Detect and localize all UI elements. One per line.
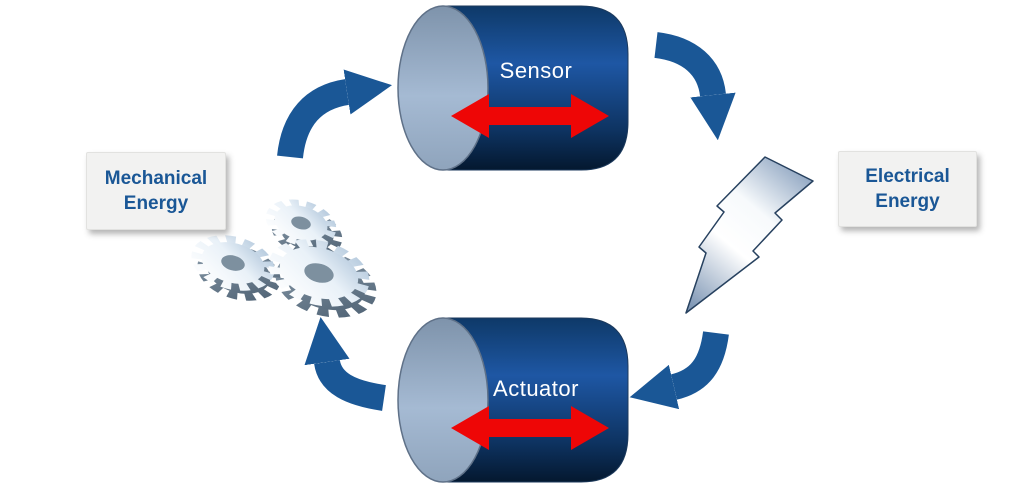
bidirectional-arrow-icon [451,94,609,138]
mechanical-energy-line2: Energy [123,193,189,214]
gears-icon [191,199,377,318]
sensor-node [397,5,629,171]
sensor-cylinder-cap [397,5,489,171]
cycle-arrow-left [629,330,729,410]
bidirectional-arrow-icon [451,406,609,450]
electrical-energy-line1: Electrical [865,166,950,187]
mechanical-energy-box: Mechanical Energy [86,152,226,230]
electrical-energy-box: Electrical Energy [838,151,977,227]
cycle-arrow-up [304,316,387,411]
mechanical-energy-line1: Mechanical [104,168,208,189]
electrical-energy-line2: Energy [875,191,940,212]
cycle-arrow-down [653,32,736,141]
sensor-label: Sensor [499,58,573,83]
cycle-arrow-up-right [277,69,392,159]
actuator-node [397,317,629,483]
actuator-label: Actuator [493,376,579,401]
lightning-bolt-icon [685,156,814,314]
actuator-cylinder-cap [397,317,489,483]
